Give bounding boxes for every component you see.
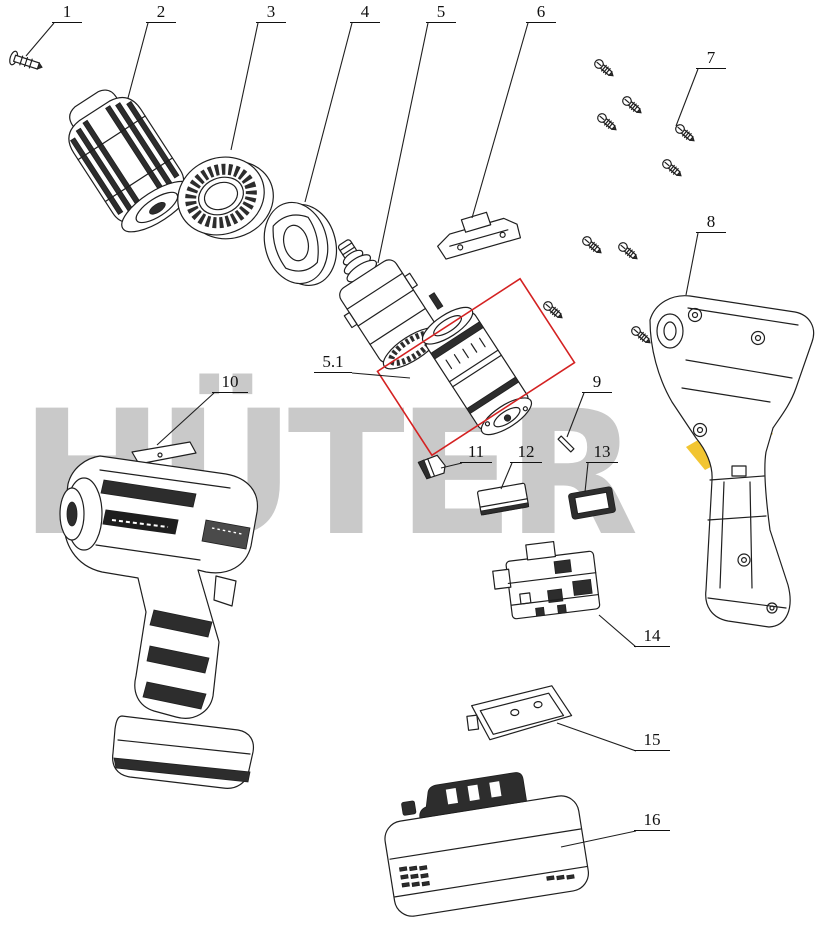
part-11-clip <box>417 454 446 480</box>
part-label-10: 10 <box>212 372 248 393</box>
part-13-contact-block <box>568 486 616 520</box>
part-8-housing-right <box>649 295 815 628</box>
part-1-screw <box>9 50 43 70</box>
part-label-2: 2 <box>146 2 176 23</box>
part-2-chuck <box>68 89 192 233</box>
part-label-1: 1 <box>52 2 82 23</box>
part-label-6: 6 <box>526 2 556 23</box>
part-9-pin <box>557 435 575 453</box>
part-label-3: 3 <box>256 2 286 23</box>
part-label-13: 13 <box>586 442 618 463</box>
part-label-16: 16 <box>634 810 670 831</box>
part-label-9: 9 <box>582 372 612 393</box>
highlight-box-motor <box>376 277 576 457</box>
part-label-5-1: 5.1 <box>314 352 352 373</box>
part-14-trigger-switch <box>492 540 601 620</box>
part-label-12: 12 <box>510 442 542 463</box>
part-5-1-motor <box>421 306 533 436</box>
part-4-collar-ring <box>263 201 338 287</box>
part-label-4: 4 <box>350 2 380 23</box>
part-16-battery <box>384 772 589 917</box>
motor-pinion <box>428 292 444 310</box>
part-label-14: 14 <box>634 626 670 647</box>
leader-lines <box>25 22 699 848</box>
part-6-gear-selector <box>437 211 522 260</box>
part-12-plate <box>476 482 530 516</box>
part-label-5: 5 <box>426 2 456 23</box>
part-label-15: 15 <box>634 730 670 751</box>
part-3-torque-ring <box>177 156 274 240</box>
part-10-drill-body <box>59 441 259 789</box>
part-label-7: 7 <box>696 48 726 69</box>
part-label-11: 11 <box>460 442 492 463</box>
part-15-base-plate <box>466 685 573 741</box>
part-label-8: 8 <box>696 212 726 233</box>
